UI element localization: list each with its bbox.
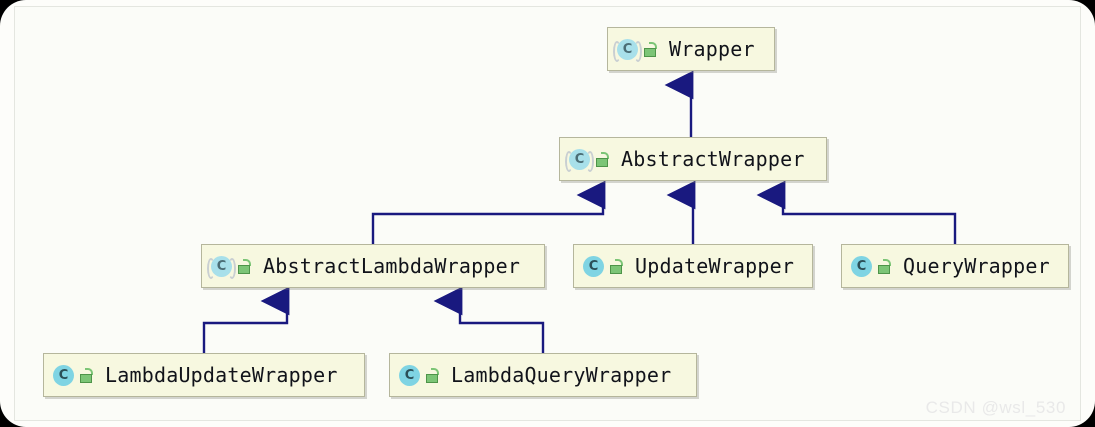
class-icon: C: [399, 364, 420, 386]
edge-lambdaquerywrapper-to-abstractlambdawrapper: [433, 286, 545, 353]
uml-node-abstract-wrapper[interactable]: C AbstractWrapper: [559, 137, 827, 181]
class-icon: C: [583, 255, 604, 277]
class-icon: C: [207, 255, 236, 279]
unlocked-padlock-icon: [644, 41, 658, 57]
unlocked-padlock-icon: [426, 367, 440, 383]
uml-node-abstract-lambda-wrapper[interactable]: C AbstractLambdaWrapper: [201, 244, 545, 288]
uml-node-label: AbstractWrapper: [621, 147, 805, 171]
uml-node-label: LambdaUpdateWrapper: [105, 363, 338, 387]
class-icon: C: [613, 38, 642, 62]
uml-node-label: Wrapper: [669, 37, 755, 61]
uml-diagram-panel[interactable]: C Wrapper C AbstractWrapper C: [14, 6, 1081, 421]
edge-abstractlambdawrapper-to-abstractwrapper: [371, 180, 606, 244]
class-icon: C: [53, 364, 74, 386]
uml-node-label: UpdateWrapper: [635, 254, 795, 278]
uml-node-label: QueryWrapper: [903, 254, 1050, 278]
uml-node-lambda-query-wrapper[interactable]: C LambdaQueryWrapper: [389, 353, 697, 397]
watermark-text: CSDN @wsl_530: [925, 398, 1066, 417]
uml-node-label: AbstractLambdaWrapper: [263, 254, 521, 278]
uml-node-lambda-update-wrapper[interactable]: C LambdaUpdateWrapper: [43, 353, 365, 397]
uml-node-update-wrapper[interactable]: C UpdateWrapper: [573, 244, 813, 288]
class-icon: C: [851, 255, 872, 277]
uml-node-query-wrapper[interactable]: C QueryWrapper: [841, 244, 1069, 288]
edge-querywrapper-to-abstractwrapper: [756, 180, 957, 244]
edge-lambdaupdatewrapper-to-abstractlambdawrapper: [202, 286, 290, 353]
unlocked-padlock-icon: [878, 258, 892, 274]
uml-node-wrapper[interactable]: C Wrapper: [607, 27, 775, 71]
uml-node-label: LambdaQueryWrapper: [451, 363, 672, 387]
unlocked-padlock-icon: [610, 258, 624, 274]
class-icon: C: [565, 148, 594, 172]
unlocked-padlock-icon: [238, 258, 252, 274]
unlocked-padlock-icon: [596, 151, 610, 167]
unlocked-padlock-icon: [80, 367, 94, 383]
